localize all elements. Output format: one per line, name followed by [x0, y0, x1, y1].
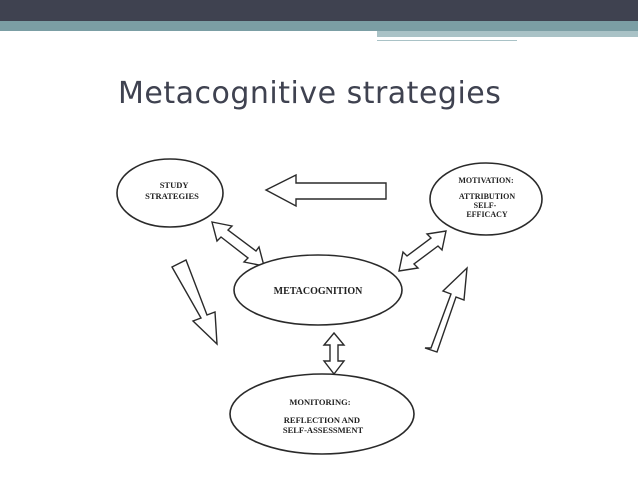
node-motivation-line-4: EFFICACY [466, 210, 508, 219]
node-monitoring-shape [229, 373, 415, 455]
header-accent-line [377, 40, 517, 41]
node-study-label: STUDY STRATEGIES [145, 180, 199, 201]
header-band-teal [0, 21, 638, 31]
edge-study-to-monitoring [171, 259, 218, 346]
node-motivation-line-3: SELF- [474, 201, 497, 210]
header-band-dark [0, 0, 638, 21]
node-motivation-line-2: ATTRIBUTION [459, 192, 516, 201]
node-monitoring-line-1: MONITORING: [289, 397, 350, 407]
node-motivation-line-1: MOTIVATION: [458, 176, 513, 185]
edge-study-metacognition [211, 221, 265, 267]
edge-motivation-metacognition [398, 230, 447, 272]
node-monitoring: MONITORING: REFLECTION AND SELF-ASSESSME… [229, 373, 415, 455]
node-metacognition: METACOGNITION [233, 254, 403, 326]
edge-metacognition-monitoring [322, 331, 346, 376]
node-monitoring-label: MONITORING: REFLECTION AND SELF-ASSESSME… [283, 397, 364, 435]
edge-motivation-to-study [264, 173, 387, 208]
node-monitoring-line-3: SELF-ASSESSMENT [283, 425, 364, 435]
node-study-line-1: STUDY [160, 180, 189, 190]
node-monitoring-line-2: REFLECTION AND [284, 415, 360, 425]
node-metacognition-shape [233, 254, 403, 326]
node-motivation-label: MOTIVATION: ATTRIBUTION SELF- EFFICACY [458, 176, 517, 219]
slide-title: Metacognitive strategies [118, 76, 502, 111]
node-metacognition-label: METACOGNITION [274, 286, 363, 297]
header-band-accent [377, 31, 638, 37]
node-study-strategies: STUDY STRATEGIES [116, 158, 224, 228]
edge-monitoring-to-motivation [424, 266, 468, 353]
node-study-line-2: STRATEGIES [145, 191, 199, 201]
node-motivation: MOTIVATION: ATTRIBUTION SELF- EFFICACY [429, 162, 543, 236]
node-metacognition-line-1: METACOGNITION [274, 286, 363, 297]
node-motivation-shape [429, 162, 543, 236]
node-study-shape [116, 158, 224, 228]
diagram-edges [171, 173, 468, 376]
